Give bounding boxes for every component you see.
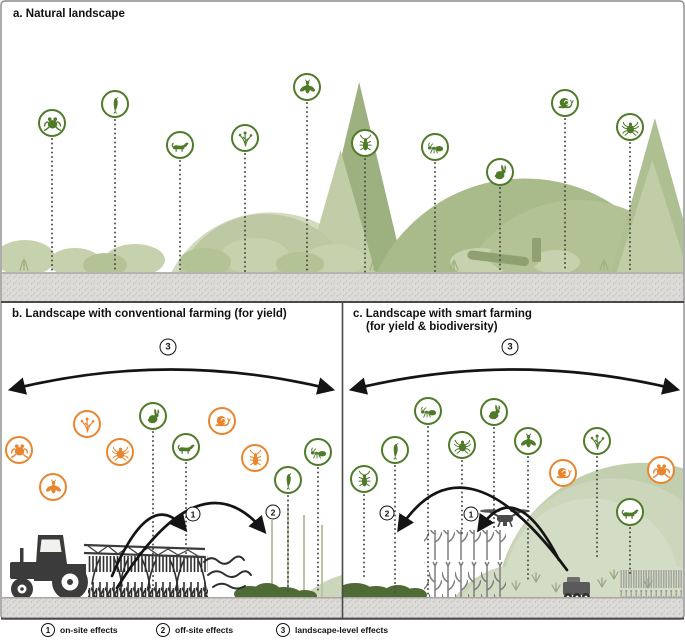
maize-field xyxy=(424,530,506,598)
badge-onsite-effects-c: 1 xyxy=(463,506,479,522)
species-spider-icon xyxy=(106,438,134,466)
legend-item-landscape: 3 landscape-level effects xyxy=(276,621,388,639)
wildflower-glyph xyxy=(588,432,607,451)
frog-glyph xyxy=(43,114,62,133)
species-hare-icon xyxy=(480,398,508,426)
legend-label-offsite: off-site effects xyxy=(175,625,234,635)
bird-glyph xyxy=(279,471,298,490)
species-wildflower-icon xyxy=(583,427,611,455)
bird-glyph xyxy=(386,441,405,460)
tractor-icon xyxy=(10,535,88,600)
species-bird-icon xyxy=(274,466,302,494)
species-frog-icon xyxy=(38,109,66,137)
beetle-glyph xyxy=(355,470,374,489)
panel-c-art xyxy=(343,463,683,619)
panel-c-title-line2: (for yield & biodiversity) xyxy=(366,321,498,333)
bird-glyph xyxy=(106,95,125,114)
species-hare-icon xyxy=(486,158,514,186)
species-hare-icon xyxy=(139,402,167,430)
fly-glyph xyxy=(519,432,538,451)
panel-c-title-line1: c. Landscape with smart farming xyxy=(353,308,532,320)
legend-number-offsite: 2 xyxy=(156,623,170,637)
ant-glyph xyxy=(309,443,328,462)
spider-glyph xyxy=(453,436,472,455)
spider-glyph xyxy=(111,443,130,462)
arrow-onsite-c xyxy=(477,506,561,562)
species-weasel-icon xyxy=(166,131,194,159)
weasel-glyph xyxy=(621,503,640,522)
panel-b-art xyxy=(2,463,342,619)
species-snail-icon xyxy=(551,89,579,117)
species-snail-icon xyxy=(208,407,236,435)
species-bird-icon xyxy=(101,90,129,118)
species-wildflower-icon xyxy=(73,410,101,438)
badge-landscape-effects-c: 3 xyxy=(501,338,519,356)
panel-b-title: b. Landscape with conventional farming (… xyxy=(12,308,287,320)
ant-glyph xyxy=(426,138,445,157)
arrow-offsite-c xyxy=(397,486,569,572)
wildflower-glyph xyxy=(78,415,97,434)
arrow-landscape-effects-c xyxy=(348,368,681,395)
species-beetle-icon xyxy=(350,465,378,493)
species-fly-icon xyxy=(39,473,67,501)
ant-glyph xyxy=(419,402,438,421)
species-ant-icon xyxy=(421,133,449,161)
hare-glyph xyxy=(485,403,504,422)
weasel-glyph xyxy=(171,136,190,155)
panel-c-title: c. Landscape with smart farming (for yie… xyxy=(353,308,532,334)
species-ant-icon xyxy=(304,438,332,466)
spray-drift-waves xyxy=(203,555,252,590)
badge-landscape-effects-b: 3 xyxy=(159,338,177,356)
species-weasel-icon xyxy=(172,433,200,461)
arrow-landscape-effects-b xyxy=(7,368,336,395)
fly-glyph xyxy=(298,78,317,97)
hare-glyph xyxy=(144,407,163,426)
legend-label-landscape: landscape-level effects xyxy=(295,625,389,635)
legend-number-onsite: 1 xyxy=(41,623,55,637)
species-beetle-icon xyxy=(351,129,379,157)
species-wildflower-icon xyxy=(231,124,259,152)
species-snail-icon xyxy=(549,459,577,487)
species-fly-icon xyxy=(293,73,321,101)
panel-a-title: a. Natural landscape xyxy=(13,8,125,20)
spider-glyph xyxy=(621,118,640,137)
badge-offsite-effects-b: 2 xyxy=(265,504,281,520)
snail-glyph xyxy=(554,464,573,483)
species-ant-icon xyxy=(414,397,442,425)
snail-glyph xyxy=(213,412,232,431)
legend-label-onsite: on-site effects xyxy=(60,625,118,635)
beetle-glyph xyxy=(356,134,375,153)
frog-glyph xyxy=(652,461,671,480)
species-beetle-icon xyxy=(241,444,269,472)
hare-glyph xyxy=(491,163,510,182)
seedlings xyxy=(511,569,653,593)
wildflower-glyph xyxy=(236,129,255,148)
legend-item-offsite: 2 off-site effects xyxy=(156,621,233,639)
panel-a-art xyxy=(2,82,683,302)
species-bird-icon xyxy=(381,436,409,464)
snail-glyph xyxy=(556,94,575,113)
legend-number-landscape: 3 xyxy=(276,623,290,637)
arrow-onsite-b xyxy=(110,512,188,578)
badge-onsite-effects-b: 1 xyxy=(185,506,201,522)
frog-glyph xyxy=(10,441,29,460)
weasel-glyph xyxy=(177,438,196,457)
species-spider-icon xyxy=(448,431,476,459)
species-frog-icon xyxy=(5,436,33,464)
species-frog-icon xyxy=(647,456,675,484)
species-weasel-icon xyxy=(616,498,644,526)
species-spider-icon xyxy=(616,113,644,141)
legend-item-onsite: 1 on-site effects xyxy=(41,621,118,639)
fly-glyph xyxy=(44,478,63,497)
crop-strip xyxy=(620,570,683,598)
badge-offsite-effects-c: 2 xyxy=(379,505,395,521)
species-fly-icon xyxy=(514,427,542,455)
beetle-glyph xyxy=(246,449,265,468)
